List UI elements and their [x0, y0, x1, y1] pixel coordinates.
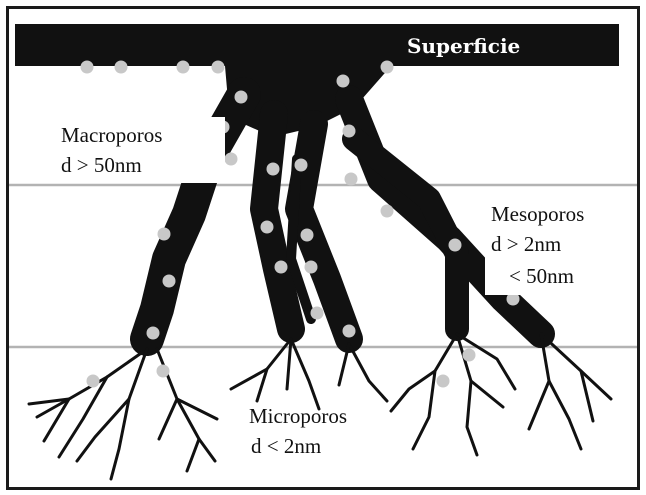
macropores-size-label: d > 50nm: [61, 153, 142, 177]
mesopores-label: Mesoporos: [491, 202, 584, 226]
mesopores-size-max-label: < 50nm: [509, 264, 574, 288]
surface-bar: [15, 24, 619, 66]
figure-frame: Superficie: [6, 6, 640, 490]
micropores-size-label: d < 2nm: [251, 434, 321, 458]
macropores-label: Macroporos: [61, 123, 162, 147]
micropores-label: Microporos: [249, 404, 347, 428]
pore-structure-diagram: Superficie: [9, 9, 637, 487]
surface-label: Superficie: [407, 34, 520, 58]
mesopores-size-min-label: d > 2nm: [491, 232, 561, 256]
